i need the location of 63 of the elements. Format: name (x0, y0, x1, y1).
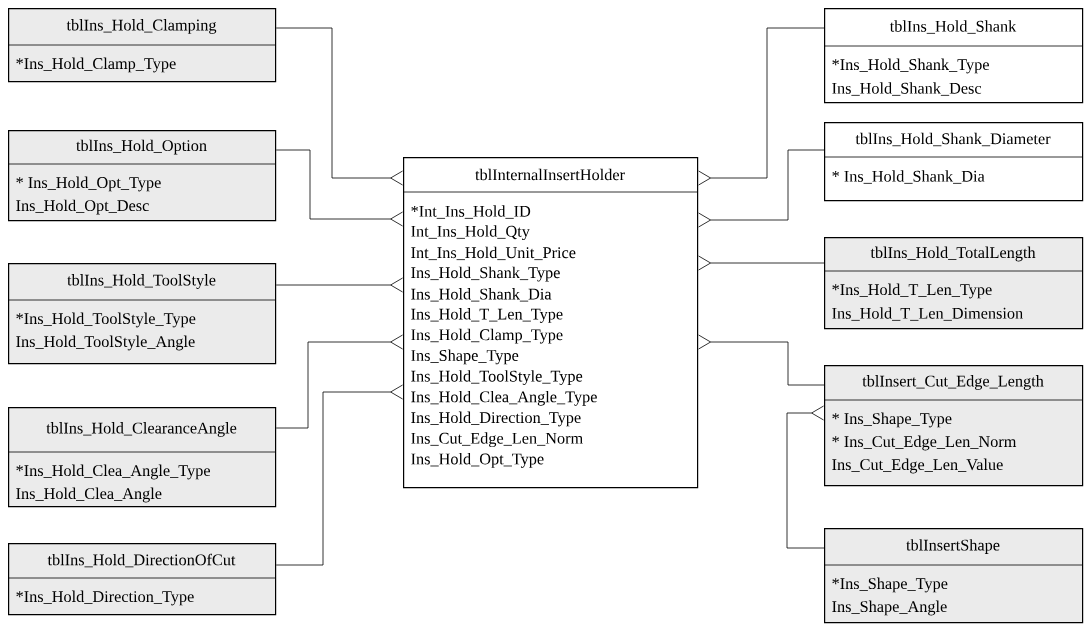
field-name: Ins_Hold_T_Len_Dimension (832, 307, 1023, 321)
entity-table (7, 407, 277, 508)
field-name: Ins_Hold_Clea_Angle_Type (411, 390, 597, 406)
field-name: Ins_Shape_Type (411, 349, 519, 365)
entity-table (7, 8, 277, 83)
entity-table (823, 528, 1084, 624)
field-name: Ins_Hold_Shank_Desc (832, 82, 982, 96)
field-name: Ins_Hold_Shank_Dia (411, 288, 552, 302)
table-name: tblIns_Hold_Option (76, 139, 207, 155)
relationship-line (275, 149, 403, 227)
field-name: Ins_Hold_Opt_Type (411, 453, 544, 468)
table-name: tblIns_Hold_ClearanceAngle (46, 422, 237, 437)
entity-table (823, 8, 1084, 104)
table-name: tblIns_Hold_Shank_Diameter (855, 132, 1051, 147)
field-name: Ins_Hold_T_Len_Type (411, 308, 563, 323)
table-name: tblIns_Hold_ToolStyle (67, 274, 216, 289)
field-name: *Ins_Hold_ToolStyle_Type (16, 312, 196, 328)
relationship-line (698, 334, 825, 386)
table-name: tblIns_Hold_TotalLength (870, 246, 1036, 262)
relationship-line (786, 405, 825, 549)
entity-table (402, 157, 699, 489)
entity-table (823, 122, 1084, 202)
field-name: Ins_Hold_Clea_Angle (16, 487, 162, 503)
entity-table (7, 543, 277, 616)
field-name: Ins_Hold_Opt_Desc (16, 199, 149, 215)
table-name: tblInsert_Cut_Edge_Length (862, 375, 1044, 390)
field-name: *Ins_Shape_Type (832, 577, 948, 593)
field-name: Int_Ins_Hold_Qty (411, 225, 530, 241)
relationship-line (275, 27, 403, 186)
table-name: tblInternalInsertHolder (475, 168, 625, 181)
entity-table (823, 237, 1084, 330)
entity-table (7, 130, 277, 222)
field-name: * Ins_Shape_Type (832, 412, 952, 428)
field-name: * Ins_Hold_Opt_Type (16, 176, 161, 192)
field-name: Ins_Hold_Shank_Type (411, 266, 560, 282)
relationship-line (698, 255, 825, 271)
field-name: * Ins_Hold_Shank_Dia (832, 170, 985, 184)
relationship-line (698, 149, 825, 228)
field-name: *Ins_Hold_Clea_Angle_Type (16, 464, 210, 480)
field-name: Ins_Cut_Edge_Len_Norm (411, 432, 583, 448)
field-name: *Ins_Hold_Direction_Type (16, 590, 194, 606)
field-name: *Ins_Hold_T_Len_Type (832, 283, 992, 299)
field-name: Ins_Hold_Direction_Type (411, 411, 581, 427)
field-name: *Ins_Hold_Shank_Type (832, 58, 989, 74)
table-name: tblIns_Hold_Shank (889, 20, 1017, 34)
entity-table (7, 263, 277, 365)
table-name: tblIns_Hold_DirectionOfCut (47, 553, 236, 568)
field-name: * Ins_Cut_Edge_Len_Norm (832, 435, 1017, 451)
field-name: Ins_Shape_Angle (832, 600, 947, 616)
field-name: *Ins_Hold_Clamp_Type (16, 57, 176, 73)
entity-table (823, 365, 1084, 487)
field-name: *Int_Ins_Hold_ID (411, 205, 531, 219)
field-name: Ins_Hold_Clamp_Type (411, 328, 563, 344)
field-name: Ins_Cut_Edge_Len_Value (832, 458, 1003, 474)
table-name: tblInsertShape (906, 539, 1000, 554)
field-name: Ins_Hold_ToolStyle_Type (411, 370, 583, 385)
relationship-line (698, 27, 825, 186)
field-name: Ins_Hold_ToolStyle_Angle (16, 335, 195, 351)
table-name: tblIns_Hold_Clamping (66, 19, 217, 34)
relationship-line (275, 277, 403, 293)
relationship-line (275, 334, 403, 429)
field-name: Int_Ins_Hold_Unit_Price (411, 246, 576, 261)
relationship-line (275, 384, 403, 566)
